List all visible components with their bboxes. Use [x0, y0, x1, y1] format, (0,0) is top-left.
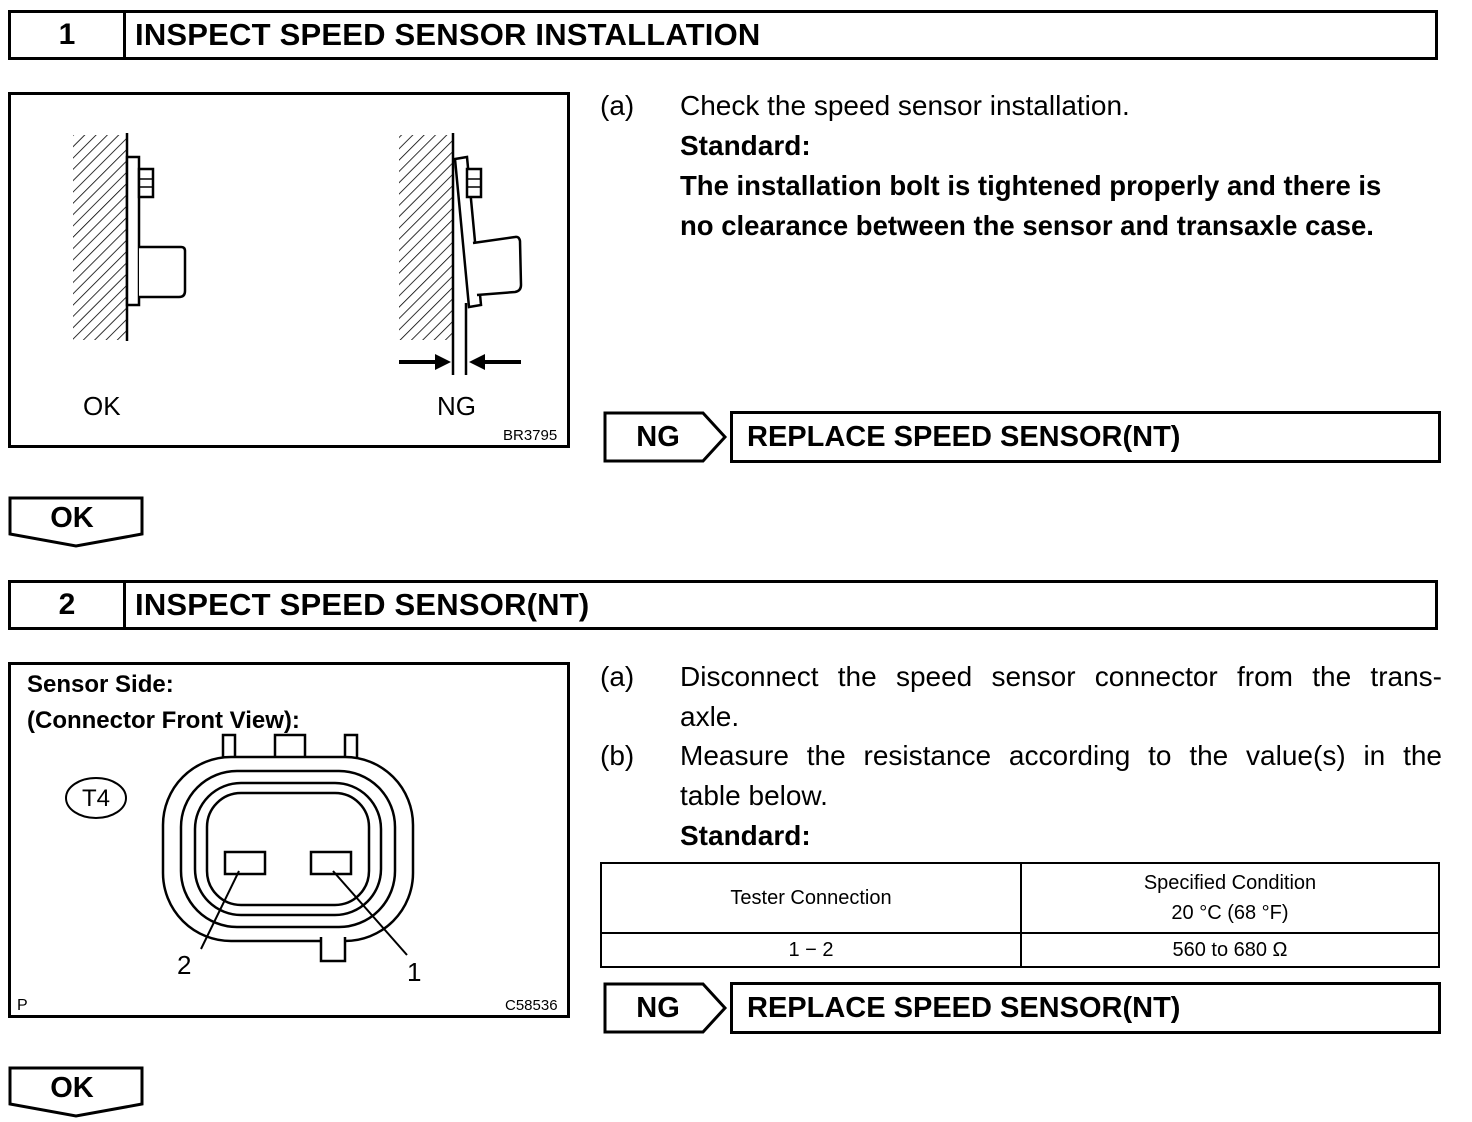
table-row: 1 − 2 560 to 680 Ω [600, 932, 1440, 968]
figure-corner-mark: P [17, 997, 28, 1014]
step2-standard-label: Standard: [680, 820, 811, 851]
step2-ok-label: OK [50, 1072, 94, 1104]
step1-title: INSPECT SPEED SENSOR INSTALLATION [135, 17, 761, 52]
step1-header: 1 INSPECT SPEED SENSOR INSTALLATION [8, 10, 1438, 60]
step2-b-line1: Measure the resistance according to the … [680, 740, 1442, 771]
table-header-row: Tester Connection Specified Condition 20… [600, 862, 1440, 934]
step2-title: INSPECT SPEED SENSOR(NT) [135, 587, 590, 622]
figure-code: BR3795 [503, 427, 557, 444]
step2-a-label: (a) [600, 661, 635, 692]
step1-a-text: Check the speed sensor installation. [680, 90, 1130, 121]
step1-ok-label: OK [50, 502, 94, 534]
step2-ok-button: OK [8, 1066, 144, 1118]
step1-ng-row: NG REPLACE SPEED SENSOR(NT) [603, 411, 1441, 463]
step2-ng-action: REPLACE SPEED SENSOR(NT) [730, 982, 1441, 1034]
connector-code: T4 [82, 785, 110, 812]
specified-condition-label: Specified Condition [1143, 872, 1317, 894]
step1-standard-label: Standard: [680, 130, 811, 161]
step1-ng-action: REPLACE SPEED SENSOR(NT) [730, 411, 1441, 463]
step1-figure: OK NG BR3795 [8, 92, 570, 448]
ng-arrow-shape [603, 982, 728, 1034]
row-specified-condition: 560 to 680 Ω [1020, 932, 1440, 968]
step2-a-line1: Disconnect the speed sensor connector fr… [680, 661, 1442, 692]
ok-view-label: OK [83, 391, 121, 421]
figure-code: C58536 [505, 997, 558, 1014]
step2-number: 2 [11, 583, 126, 627]
connector-front-view-diagram: Sensor Side: (Connector Front View): T4 … [17, 671, 558, 1014]
connector-view-label: (Connector Front View): [27, 707, 300, 734]
sensor-installation-diagram: OK NG BR3795 [73, 133, 557, 444]
step2-a-line2: axle. [680, 701, 740, 732]
step1-standard-line2: no clearance between the sensor and tran… [680, 210, 1374, 241]
step1-a-label: (a) [600, 90, 635, 121]
step2-ng-row: NG REPLACE SPEED SENSOR(NT) [603, 982, 1441, 1034]
step2-b-label: (b) [600, 740, 635, 771]
ng-view-label: NG [437, 391, 476, 421]
ng-arrow-shape [603, 411, 728, 463]
step1-number: 1 [11, 13, 126, 57]
step2-ng-label: NG [636, 991, 680, 1024]
sensor-side-label: Sensor Side: [27, 671, 174, 698]
step2-b-line2: table below. [680, 780, 828, 811]
step1-standard-line1: The installation bolt is tightened prope… [680, 170, 1382, 201]
standard-table: Tester Connection Specified Condition 20… [600, 862, 1440, 968]
row-tester-connection: 1 − 2 [600, 932, 1022, 968]
step1-ng-label: NG [636, 420, 680, 453]
pin-2-label: 2 [177, 950, 191, 980]
pin-1-label: 1 [407, 957, 421, 987]
ok-arrow-shape [8, 1066, 144, 1118]
step1-ok-button: OK [8, 496, 144, 548]
header-specified-condition: Specified Condition 20 °C (68 °F) [1020, 862, 1440, 934]
ok-arrow-shape [8, 496, 144, 548]
step2-header: 2 INSPECT SPEED SENSOR(NT) [8, 580, 1438, 630]
header-tester-connection: Tester Connection [600, 862, 1022, 934]
temperature-label: 20 °C (68 °F) [1171, 902, 1289, 924]
step2-figure: Sensor Side: (Connector Front View): T4 … [8, 662, 570, 1018]
